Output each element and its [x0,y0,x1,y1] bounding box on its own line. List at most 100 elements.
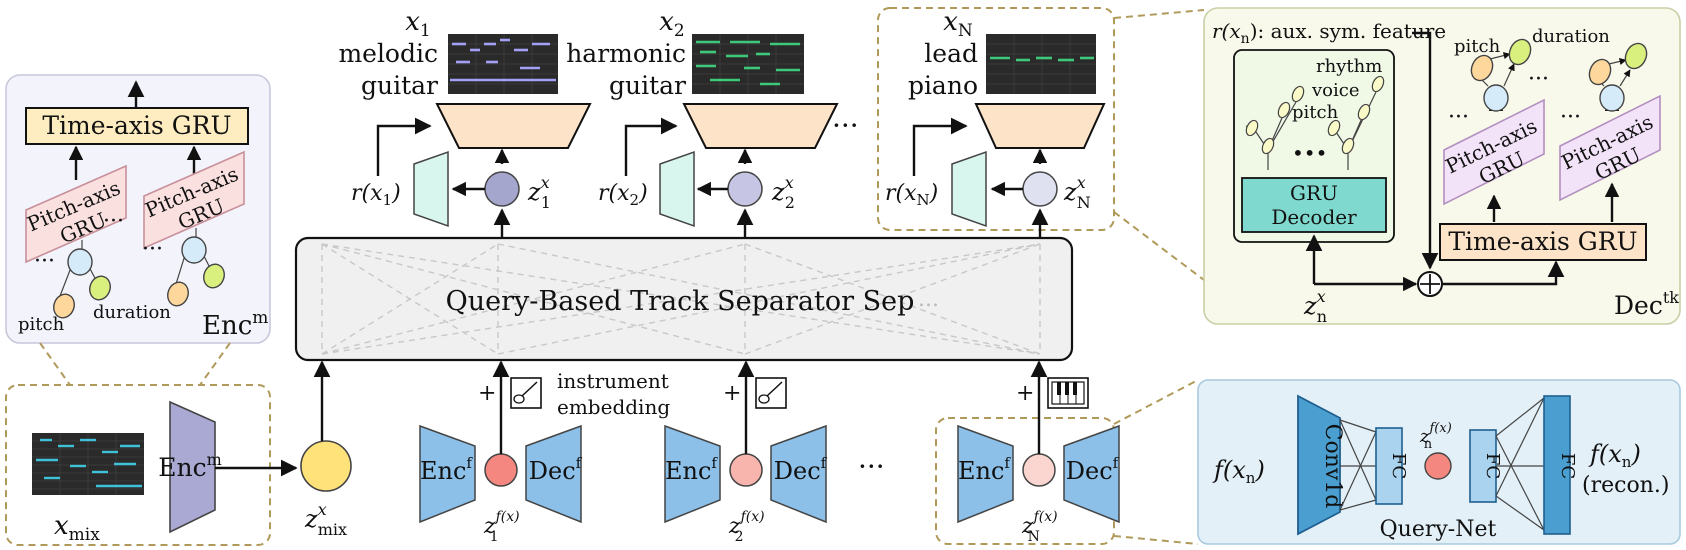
query-net-panel: f(xn) Conv1d FC zf(x)n FC FC f(xn) [1197,379,1681,545]
bottom-ellipsis: ··· [858,450,885,483]
enc-m-time-gru-box [25,107,249,145]
track-n-dashed-box [877,7,1115,231]
enc-f-n [957,424,1014,524]
enc-m-pitch-label: pitch [18,314,65,335]
track-1-aux-trapezoid [413,150,449,228]
enc-f-1-label: Encf [420,454,473,485]
enc-m-node-1 [67,248,93,276]
z-f-2-label: zf(x)2 [728,509,765,545]
track-1-piano-roll [448,34,558,94]
separator: Query-Based Track Separator Sep ... [294,236,1074,362]
enc-m-time-gru-label: Time-axis GRU [42,111,231,140]
dec-tk-side-dots-1: ··· [1448,105,1469,130]
dec-tk-pitch-gru-box-1 [1443,98,1545,206]
track-1-decoder-trapezoid [435,103,592,149]
mix-box: xmix Encm [5,384,271,546]
dec-tk-panel: r(xn): aux. sym. feature rhythm voice pi… [1203,7,1681,326]
dec-f-n [1063,424,1120,524]
dec-tk-voice-label: voice [1311,80,1360,101]
dec-tk-pitch-small-label: pitch [1292,102,1339,123]
track-2-z-node [727,171,763,207]
enc-m-dots-mid: ··· [103,209,124,234]
enc-m-duration-label: duration [93,302,171,323]
top-ellipsis: ··· [832,109,859,142]
gru-decoder-line2: Decoder [1271,205,1357,229]
separator-label: Query-Based Track Separator Sep [446,286,915,317]
track-n-aux-trapezoid [951,150,987,228]
enc-f-2-label: Encf [665,454,718,485]
track-1-label-line2: guitar [361,71,438,100]
z-mix-node [300,440,352,492]
dec-tk-panel-title: Dectk [1614,288,1679,320]
track-2-piano-roll [692,34,804,94]
mix-box-border [5,384,271,546]
enc-m-panel: Time-axis GRU Pitch-axis GRU Pitch-axis … [5,74,271,344]
dec-tk-time-gru-label: Time-axis GRU [1448,227,1637,256]
track-1-label-line1: melodic [338,39,438,68]
gru-decoder-box [1241,177,1387,233]
enc-m-trapezoid [169,400,216,534]
dec-f-2 [770,424,827,524]
enc-m-duration-node-2 [203,263,225,289]
enc-m-pitch-gru-box-2 [143,150,245,250]
separator-crossing-lines [321,243,1041,355]
dec-tk-tree-left [1245,85,1305,170]
enc-m-label: Encm [158,450,222,482]
query-net-recon-label: (recon.) [1582,473,1669,498]
dec-f-1-label: Decf [529,454,583,485]
z-f-1-node [484,453,518,487]
enc-m-pitch-gru-box-1 [25,164,127,264]
dec-tk-node-2 [1599,84,1625,112]
dec-tk-pitch-label: pitch [1454,36,1501,57]
track-2-decoder-trapezoid [682,103,839,149]
mix-piano-roll [32,433,144,495]
dec-tk-r-label: r(xn): aux. sym. feature [1212,19,1446,47]
conv1d-block [1297,394,1341,536]
z-f-1-label: zf(x)1 [483,509,520,545]
enc-m-pitch-node-1 [53,293,75,319]
enc-f-2 [664,424,721,524]
query-encoders: Encf Decf + instrument embedding zf(x)1 … [419,360,1120,545]
dec-tk-pitch-gru-box-2 [1559,94,1661,202]
plus-n: + [1016,381,1034,406]
track-n-x-label: xN [943,7,973,41]
track-2-x-label: x2 [659,7,685,41]
dec-tk-time-gru-box [1439,223,1647,261]
x-mix-label: xmix [54,511,100,545]
track-n-z-node [1022,171,1058,207]
query-net-f-in-label: f(xn) [1212,456,1265,487]
track-n-r-label: r(xN) [885,181,938,209]
dec-f-1 [525,424,582,524]
piano-icon [1047,377,1089,409]
track-2-label-line2: guitar [609,71,686,100]
plus-1: + [478,381,496,406]
track-n-label-line1: lead [924,39,978,68]
query-n-dashed-box [935,417,1115,545]
separator-ellipsis: ... [918,287,939,312]
z-f-n-label: zf(x)N [1021,509,1058,545]
query-net-connections-left [1339,419,1377,511]
dec-tk-tree-right [1327,75,1385,170]
query-net-title: Query-Net [1380,517,1497,542]
dec-tk-pitch-node-1 [1470,54,1494,82]
query-net-f-out-label: f(xn) [1588,440,1641,471]
track-1-z-node [484,171,520,207]
enc-m-panel-title: Encm [202,308,268,341]
fc-block-1 [1375,427,1403,505]
track-1-r-label: r(x1) [351,181,401,209]
guitar-icon-2 [755,377,787,409]
dec-tk-duration-node-2 [1624,42,1648,70]
dec-tk-pitch-node-2 [1588,58,1612,86]
enc-m-node-2 [181,236,207,264]
z-f-2-node [729,453,763,487]
fc-1-label: FC [1388,453,1409,479]
dec-tk-side-dots-3: ··· [1560,105,1581,130]
dec-f-n-label: Decf [1066,454,1120,485]
dec-tk-dots-inner: ••• [1292,141,1327,165]
